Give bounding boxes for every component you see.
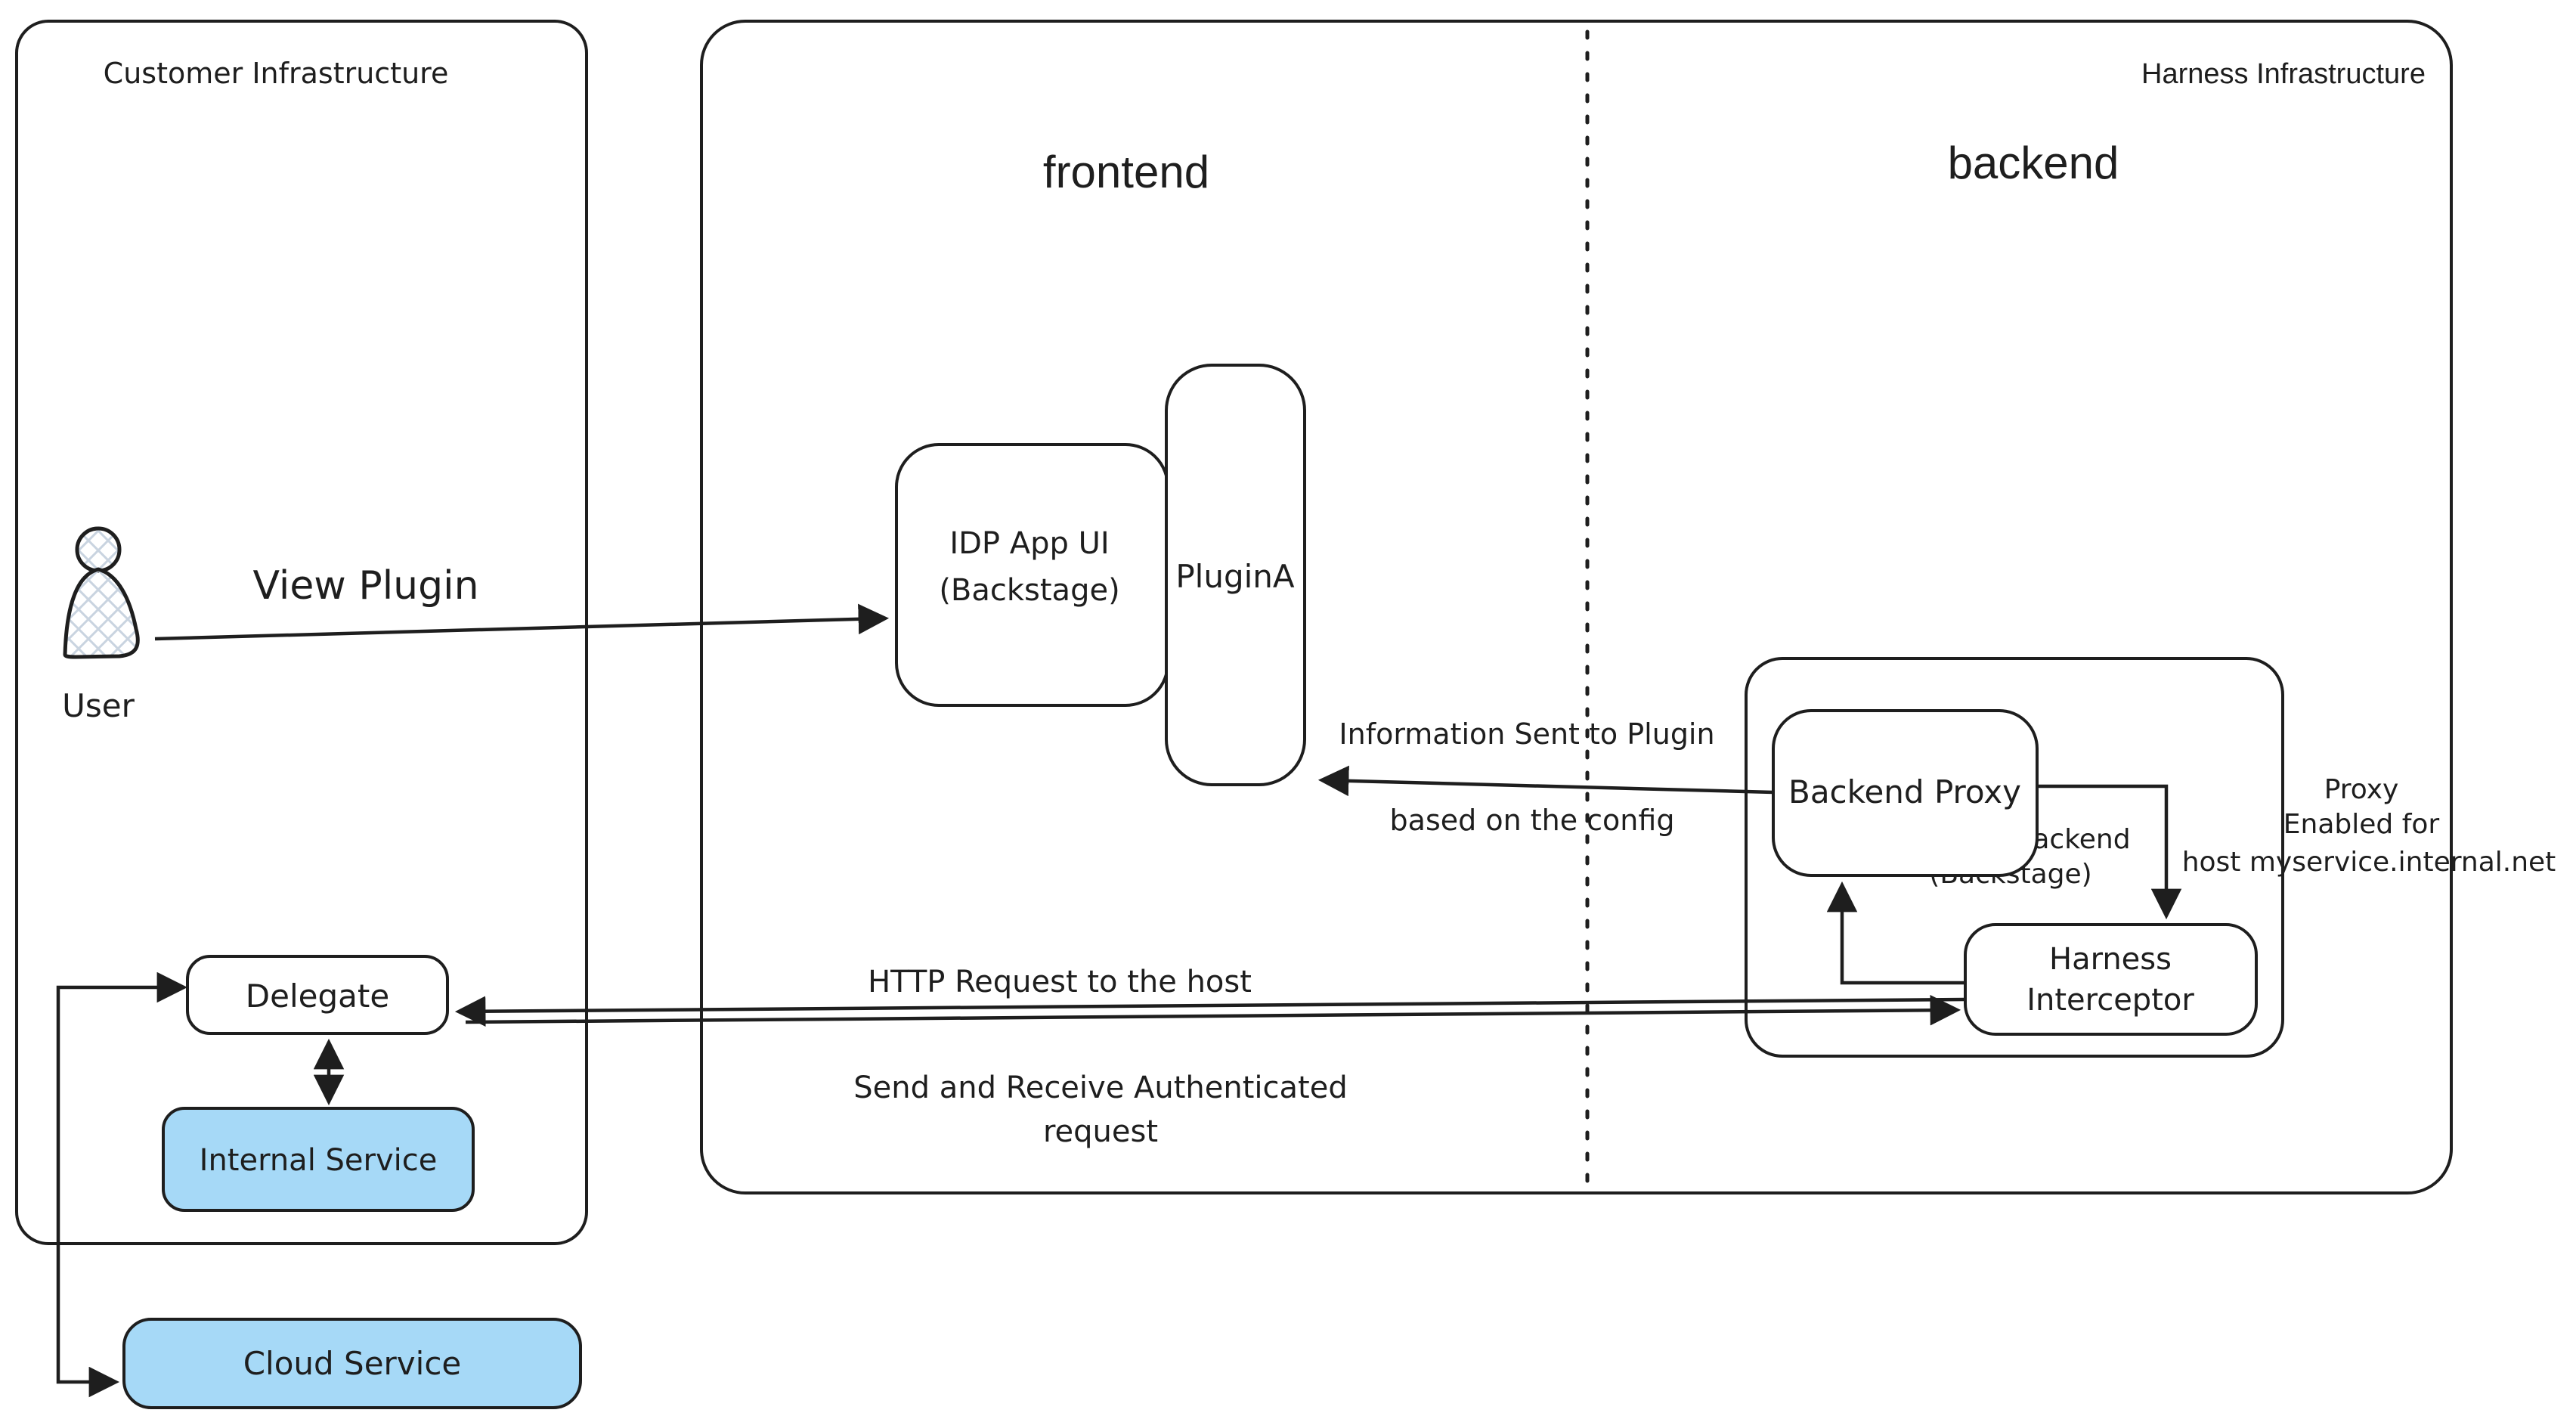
- idp-app-ui-label-line1: IDP App UI: [949, 526, 1109, 561]
- view-plugin-arrow[interactable]: [154, 603, 890, 641]
- proxy-note-line2: Enabled for: [2283, 809, 2440, 840]
- harness-infrastructure-label: Harness Infrastructure: [2141, 58, 2426, 90]
- delegate-cloud-service-arrow[interactable]: [56, 971, 188, 1398]
- internal-service-label: Internal Service: [200, 1143, 438, 1178]
- idp-app-ui-label-line2: (Backstage): [939, 573, 1119, 608]
- view-plugin-edge-label: View Plugin: [252, 563, 478, 609]
- frontend-zone-label: frontend: [1043, 147, 1209, 197]
- info-sent-label-line1: Information Sent to Plugin: [1339, 717, 1714, 751]
- http-request-arrow[interactable]: [454, 996, 1966, 1027]
- harness-interceptor-node[interactable]: [1964, 923, 2258, 1036]
- backend-zone-label: backend: [1948, 138, 2119, 188]
- customer-infrastructure-container[interactable]: [15, 20, 588, 1245]
- user-icon[interactable]: [63, 526, 140, 659]
- user-body: [63, 567, 140, 659]
- proxy-to-interceptor-arrow[interactable]: [2037, 784, 2182, 920]
- auth-request-label-line1: Send and Receive Authenticated: [853, 1071, 1347, 1105]
- harness-interceptor-label-line1: Harness: [2049, 942, 2172, 977]
- backend-proxy-label: Backend Proxy: [1788, 773, 2021, 810]
- backend-proxy-node[interactable]: [1772, 709, 2039, 877]
- interceptor-to-proxy-arrow[interactable]: [1826, 881, 1965, 985]
- user-label: User: [62, 687, 135, 724]
- http-request-label: HTTP Request to the host: [868, 965, 1252, 999]
- info-sent-to-plugin-arrow[interactable]: [1317, 765, 1774, 797]
- cloud-service-label: Cloud Service: [243, 1345, 462, 1382]
- proxy-note-line1: Proxy: [2324, 774, 2399, 805]
- plugin-a-node[interactable]: [1165, 364, 1306, 786]
- authenticated-request-arrow[interactable]: [465, 995, 1961, 1026]
- harness-interceptor-label-line2: Interceptor: [2026, 983, 2194, 1018]
- user-head: [75, 526, 122, 573]
- delegate-label: Delegate: [246, 978, 389, 1015]
- info-sent-label-line2: based on the config: [1390, 804, 1675, 837]
- auth-request-label-line2: request: [1043, 1114, 1158, 1149]
- customer-infrastructure-label: Customer Infrastructure: [104, 57, 449, 90]
- plugin-a-label: PluginA: [1175, 558, 1295, 595]
- proxy-note-line3: host myservice.internal.net: [2182, 847, 2556, 878]
